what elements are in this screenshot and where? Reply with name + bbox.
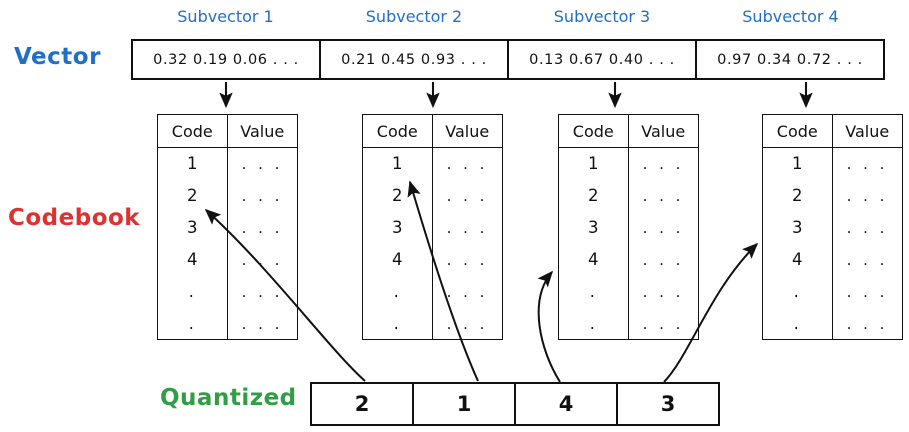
- codebook-2-code-5: .: [393, 282, 401, 301]
- codebook-2-code-6: .: [393, 314, 401, 333]
- codebook-2-code-4: 4: [392, 249, 403, 269]
- codebook-3-value-3: . . .: [642, 218, 684, 237]
- codebook-2-header-row: Code Value: [363, 115, 502, 148]
- codebook-4-value-1: . . .: [846, 154, 888, 173]
- codebook-table-2: Code Value 1 2 3 4 . . . . . . . . . . .…: [362, 114, 503, 340]
- codebook-2-header-code: Code: [363, 115, 433, 147]
- vector-strip: 0.32 0.19 0.06 . . . 0.21 0.45 0.93 . . …: [131, 39, 885, 80]
- quantized-strip: 2 1 4 3: [310, 382, 720, 426]
- codebook-3-header-value: Value: [641, 121, 686, 141]
- codebook-3-code-6: .: [589, 314, 597, 333]
- codebook-1-code-6: .: [188, 314, 196, 333]
- codebook-4-code-6: .: [793, 314, 801, 333]
- vector-cell-4: 0.97 0.34 0.72 . . .: [717, 51, 863, 68]
- codebook-1-value-3: . . .: [241, 218, 283, 237]
- codebook-3-code-column: 1 2 3 4 . .: [559, 148, 629, 340]
- codebook-3-value-6: . . .: [642, 314, 684, 333]
- quantized-row-label: Quantized: [160, 385, 297, 411]
- codebook-3-value-4: . . .: [642, 250, 684, 269]
- codebook-1-body: 1 2 3 4 . . . . . . . . . . . . . . . . …: [158, 148, 297, 340]
- codebook-3-body: 1 2 3 4 . . . . . . . . . . . . . . . . …: [559, 148, 698, 340]
- codebook-table-3: Code Value 1 2 3 4 . . . . . . . . . . .…: [558, 114, 699, 340]
- codebook-3-code-4: 4: [588, 249, 599, 269]
- codebook-2-value-5: . . .: [446, 282, 488, 301]
- vector-cell-1: 0.32 0.19 0.06 . . .: [133, 41, 321, 78]
- codebook-1-value-column: . . . . . . . . . . . . . . . . . .: [228, 148, 298, 340]
- codebook-2-value-3: . . .: [446, 218, 488, 237]
- codebook-1-header-row: Code Value: [158, 115, 297, 148]
- codebook-2-code-1: 1: [392, 153, 403, 173]
- codebook-4-value-2: . . .: [846, 186, 888, 205]
- codebook-2-code-3: 3: [392, 217, 403, 237]
- codebook-1-value-2: . . .: [241, 186, 283, 205]
- codebook-3-code-3: 3: [588, 217, 599, 237]
- codebook-1-value-6: . . .: [241, 314, 283, 333]
- codebook-2-value-6: . . .: [446, 314, 488, 333]
- quantized-cell-4: 3: [660, 392, 676, 416]
- subvector-caption-4: Subvector 4: [742, 7, 839, 26]
- codebook-1-code-3: 3: [187, 217, 198, 237]
- codebook-4-header-value: Value: [845, 121, 890, 141]
- codebook-1-code-column: 1 2 3 4 . .: [158, 148, 228, 340]
- codebook-4-value-5: . . .: [846, 282, 888, 301]
- codebook-4-value-4: . . .: [846, 250, 888, 269]
- codebook-1-header-code: Code: [158, 115, 228, 147]
- codebook-table-1: Code Value 1 2 3 4 . . . . . . . . . . .…: [157, 114, 298, 340]
- quantized-cell-2: 1: [414, 384, 516, 424]
- codebook-4-code-4: 4: [792, 249, 803, 269]
- subvector-caption-1: Subvector 1: [177, 7, 274, 26]
- codebook-3-header-code: Code: [559, 115, 629, 147]
- codebook-4-code-1: 1: [792, 153, 803, 173]
- subvector-caption-2: Subvector 2: [365, 7, 463, 26]
- codebook-3-header-row: Code Value: [559, 115, 698, 148]
- codebook-4-code-5: .: [793, 282, 801, 301]
- codebook-4-body: 1 2 3 4 . . . . . . . . . . . . . . . . …: [763, 148, 902, 340]
- codebook-3-value-1: . . .: [642, 154, 684, 173]
- quantized-cell-3: 4: [516, 384, 618, 424]
- codebook-1-value-4: . . .: [241, 250, 283, 269]
- codebook-4-code-3: 3: [792, 217, 803, 237]
- codebook-1-code-4: 4: [187, 249, 198, 269]
- codebook-2-value-1: . . .: [446, 154, 488, 173]
- codebook-4-value-column: . . . . . . . . . . . . . . . . . .: [833, 148, 903, 340]
- codebook-2-body: 1 2 3 4 . . . . . . . . . . . . . . . . …: [363, 148, 502, 340]
- vector-cell-3: 0.13 0.67 0.40 . . .: [509, 41, 697, 78]
- codebook-table-4: Code Value 1 2 3 4 . . . . . . . . . . .…: [762, 114, 903, 340]
- codebook-3-code-2: 2: [588, 185, 599, 205]
- codebook-1-code-5: .: [188, 282, 196, 301]
- codebook-3-value-5: . . .: [642, 282, 684, 301]
- codebook-1-value-5: . . .: [241, 282, 283, 301]
- quantized-cell-1: 2: [312, 384, 414, 424]
- codebook-1-header-value: Value: [240, 121, 285, 141]
- arrow-curve-icon-3: [537, 270, 561, 383]
- vector-row-label: Vector: [14, 44, 101, 70]
- codebook-2-value-column: . . . . . . . . . . . . . . . . . .: [433, 148, 503, 340]
- codebook-4-value-3: . . .: [846, 218, 888, 237]
- codebook-3-code-5: .: [589, 282, 597, 301]
- codebook-1-code-2: 2: [187, 185, 198, 205]
- codebook-3-code-1: 1: [588, 153, 599, 173]
- codebook-1-value-1: . . .: [241, 154, 283, 173]
- codebook-2-value-2: . . .: [446, 186, 488, 205]
- codebook-row-label: Codebook: [8, 205, 141, 231]
- codebook-2-header-value: Value: [445, 121, 490, 141]
- codebook-4-header-row: Code Value: [763, 115, 902, 148]
- subvector-caption-3: Subvector 3: [553, 7, 651, 26]
- codebook-4-code-2: 2: [792, 185, 803, 205]
- codebook-3-value-column: . . . . . . . . . . . . . . . . . .: [629, 148, 699, 340]
- codebook-1-code-1: 1: [187, 153, 198, 173]
- codebook-4-header-code: Code: [763, 115, 833, 147]
- codebook-4-code-column: 1 2 3 4 . .: [763, 148, 833, 340]
- codebook-2-code-column: 1 2 3 4 . .: [363, 148, 433, 340]
- vector-cell-2: 0.21 0.45 0.93 . . .: [321, 41, 509, 78]
- codebook-2-code-2: 2: [392, 185, 403, 205]
- codebook-4-value-6: . . .: [846, 314, 888, 333]
- codebook-3-value-2: . . .: [642, 186, 684, 205]
- codebook-2-value-4: . . .: [446, 250, 488, 269]
